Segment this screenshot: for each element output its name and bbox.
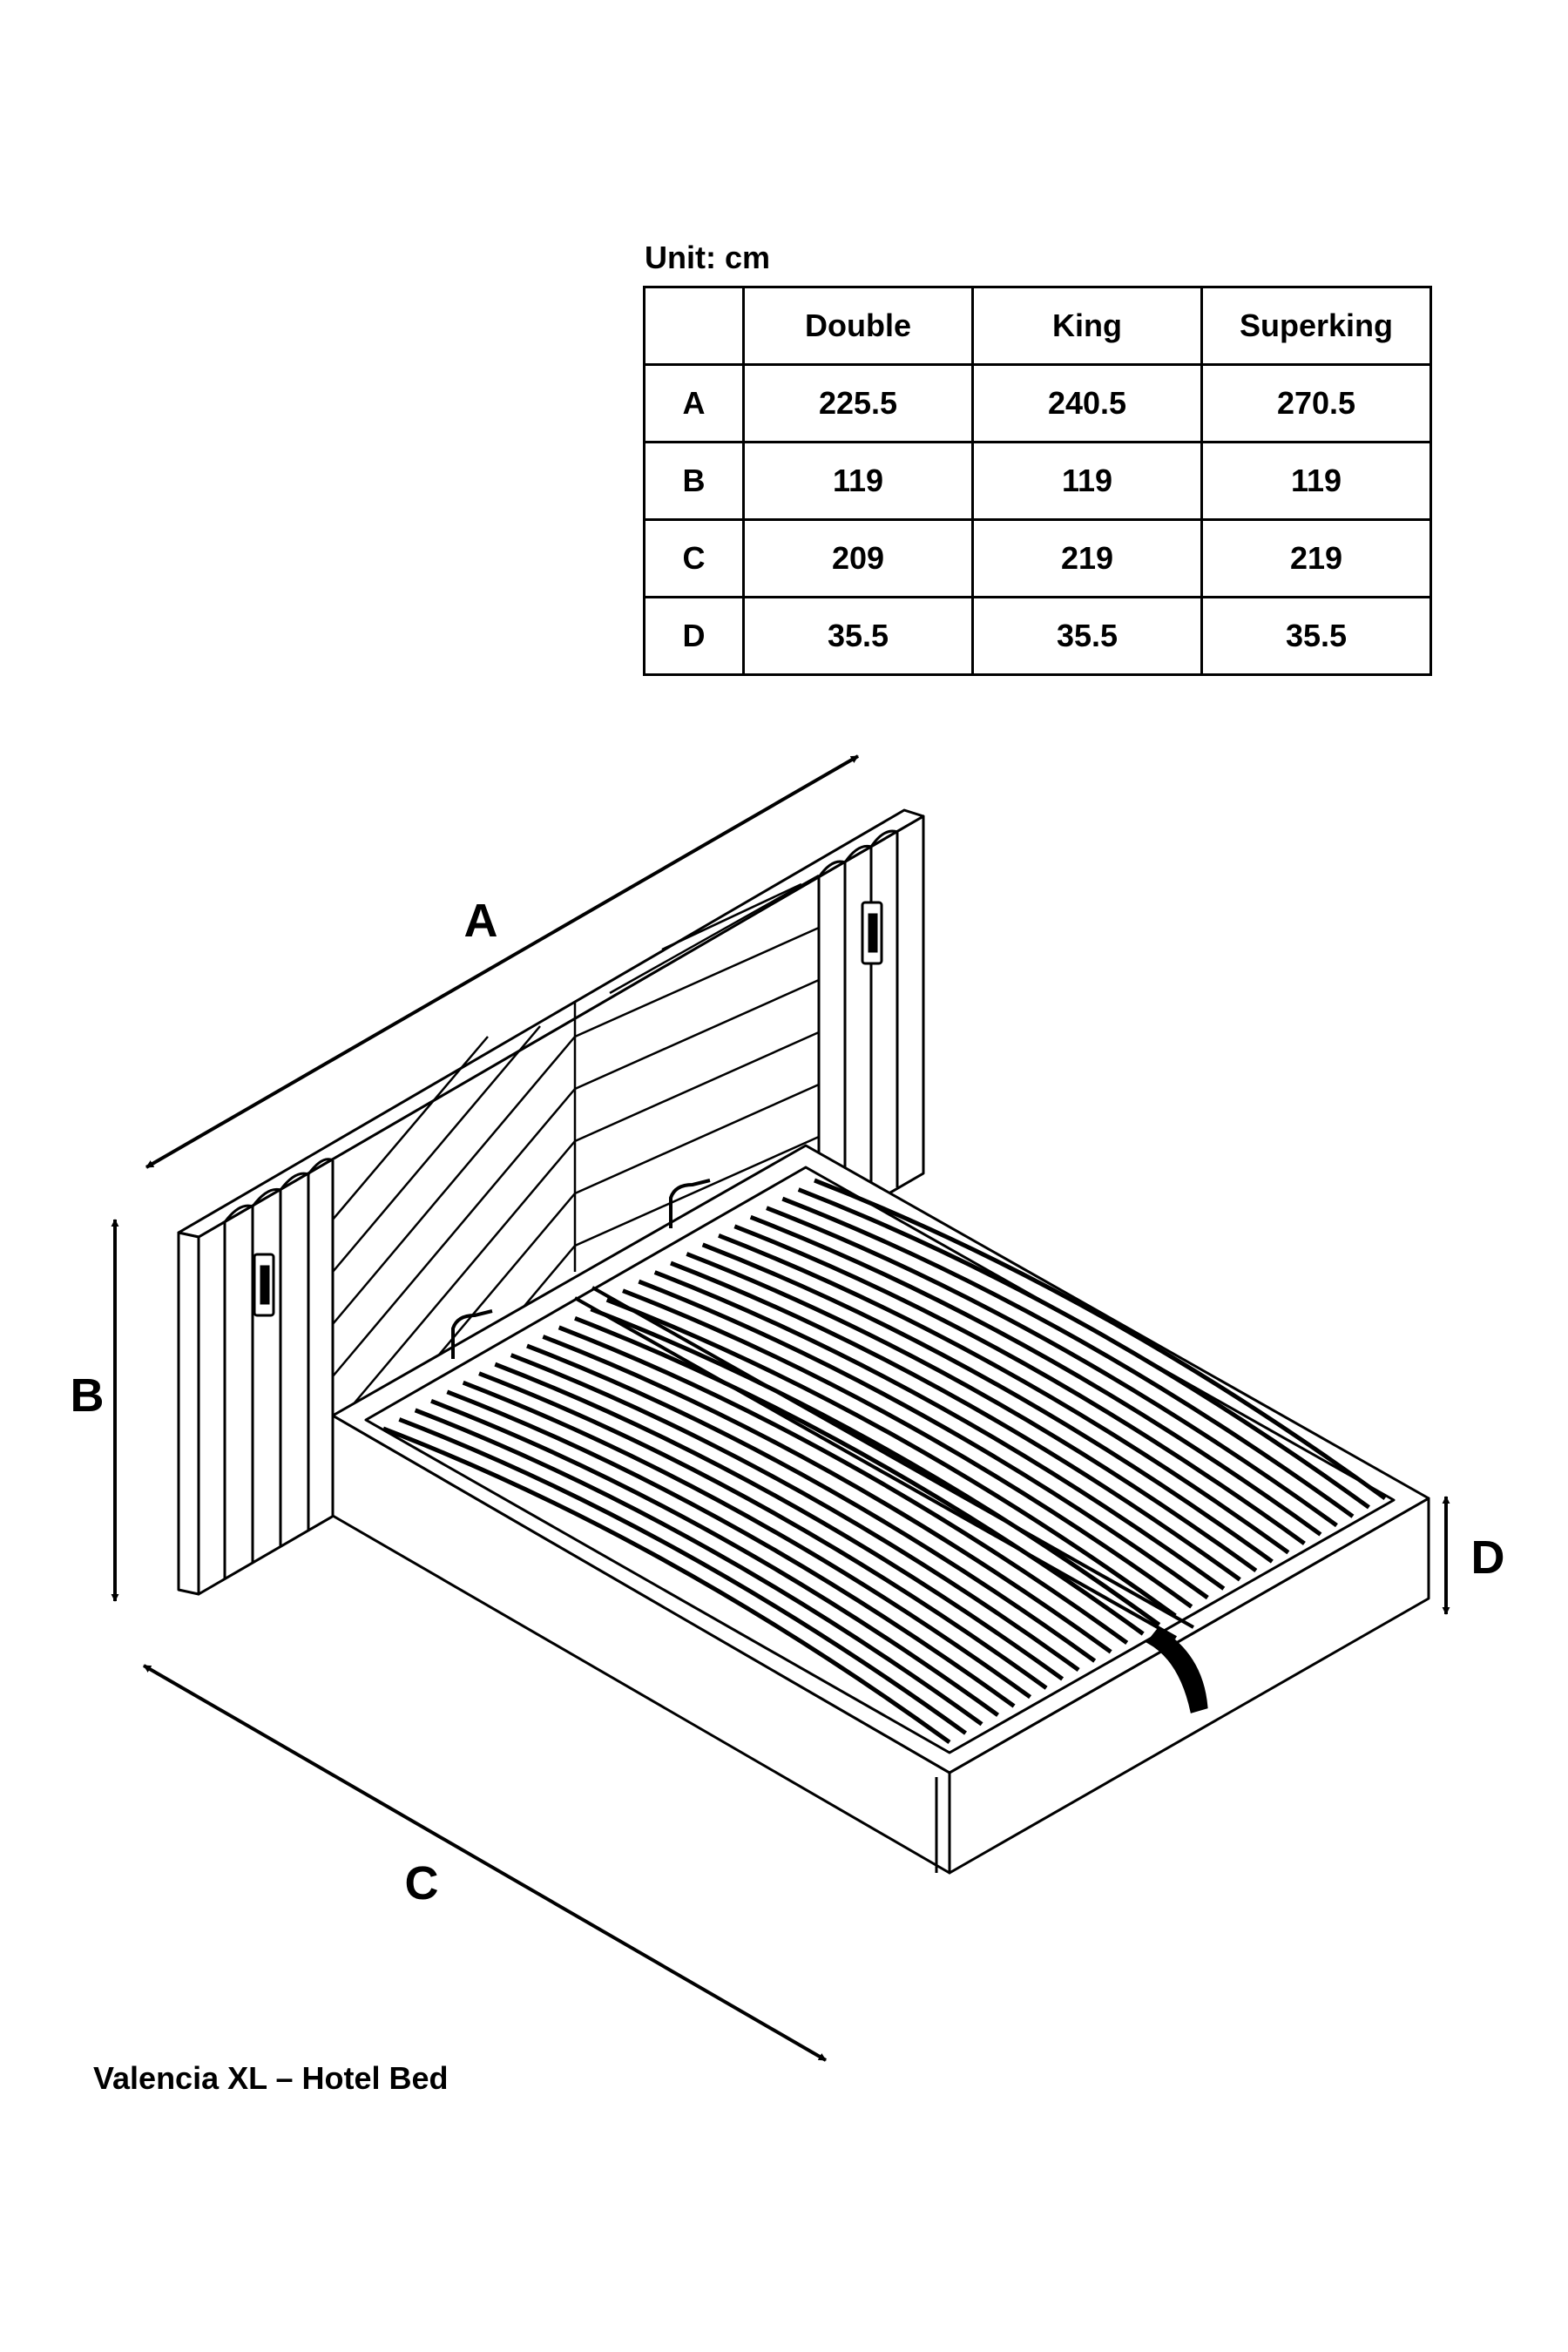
slat: [670, 1260, 1241, 1582]
table-cell: 35.5: [971, 596, 1203, 676]
slat: [797, 1187, 1370, 1510]
slat: [382, 1426, 951, 1745]
dimensions-table: Double King Superking A 225.5 240.5 270.…: [643, 286, 1432, 676]
slat: [414, 1408, 983, 1727]
headboard-left-edge: [177, 1231, 200, 1596]
slat: [590, 1307, 1161, 1627]
table-cell: 119: [1200, 441, 1432, 521]
slat: [574, 1315, 1145, 1636]
table-cell: 35.5: [1200, 596, 1432, 676]
dimension-b-label: B: [71, 1369, 105, 1422]
slat: [638, 1279, 1209, 1600]
slat: [605, 1297, 1177, 1618]
dimension-d-label: D: [1471, 1531, 1505, 1584]
slat: [542, 1335, 1112, 1654]
dimension-c-label: C: [405, 1857, 439, 1909]
table-header-cell: [643, 286, 745, 366]
dimension-arrows: [111, 754, 1450, 2062]
table-header-row: Double King Superking: [643, 286, 1432, 366]
slat: [781, 1196, 1355, 1518]
slat: [494, 1362, 1064, 1681]
slat: [510, 1353, 1080, 1673]
dimension-a-label: A: [464, 895, 498, 947]
table-cell: 219: [971, 518, 1203, 598]
table-cell: 119: [971, 441, 1203, 521]
table-cell: 35.5: [742, 596, 974, 676]
row-label: A: [643, 363, 745, 443]
row-label: C: [643, 518, 745, 598]
table-cell: 270.5: [1200, 363, 1432, 443]
product-caption: Valencia XL – Hotel Bed: [93, 2060, 449, 2096]
slat: [653, 1270, 1226, 1591]
slat: [749, 1214, 1322, 1537]
table-header-cell: King: [971, 286, 1203, 366]
slat: [718, 1233, 1290, 1555]
table-header-cell: Double: [742, 286, 974, 366]
table-row: B 119 119 119: [643, 441, 1432, 521]
unit-label: Unit: cm: [645, 240, 770, 275]
row-label: D: [643, 596, 745, 676]
table-cell: 240.5: [971, 363, 1203, 443]
dimension-a-arrow: [145, 754, 860, 1169]
slat: [462, 1380, 1032, 1700]
row-label: B: [643, 441, 745, 521]
dimension-c-arrow: [142, 1664, 828, 2062]
slat: [733, 1224, 1306, 1545]
slat: [622, 1288, 1193, 1609]
table-header-cell: Superking: [1200, 286, 1432, 366]
center-rail: [574, 1286, 1194, 1639]
table-cell: 225.5: [742, 363, 974, 443]
slat: [686, 1252, 1258, 1572]
slat: [478, 1371, 1048, 1690]
slat: [814, 1178, 1387, 1501]
slat: [398, 1417, 967, 1735]
slat: [430, 1398, 1000, 1717]
slat: [558, 1325, 1129, 1645]
reading-light-left-icon: [253, 1253, 275, 1317]
table-cell: 119: [742, 441, 974, 521]
table-row: C 209 219 219: [643, 518, 1432, 598]
slat: [701, 1242, 1274, 1564]
reading-light-right-icon: [861, 901, 883, 965]
lift-handles: [451, 1179, 711, 1359]
ottoman-strap: [1146, 1627, 1208, 1713]
slat: [526, 1343, 1097, 1663]
slat: [766, 1206, 1338, 1528]
table-row: D 35.5 35.5 35.5: [643, 596, 1432, 676]
table-cell: 209: [742, 518, 974, 598]
table-row: A 225.5 240.5 270.5: [643, 363, 1432, 443]
bed-slats: [382, 1178, 1387, 1745]
table-cell: 219: [1200, 518, 1432, 598]
slat: [446, 1389, 1016, 1708]
